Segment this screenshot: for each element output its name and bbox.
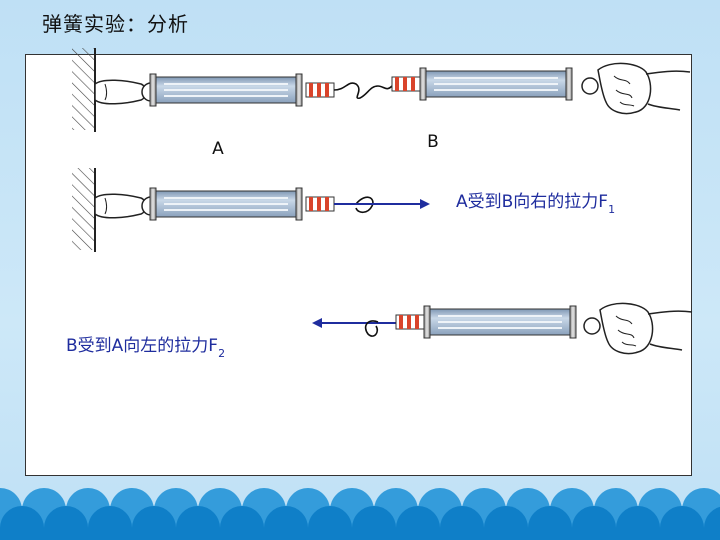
wave-dome xyxy=(484,506,528,540)
wave-dome xyxy=(572,506,616,540)
diagram-panel xyxy=(25,54,692,476)
hand-icon-right-bottom xyxy=(583,302,693,355)
spring-scale-a-top xyxy=(149,73,303,107)
wave-dome xyxy=(0,506,44,540)
wave-dome xyxy=(176,506,220,540)
wave-dome xyxy=(44,506,88,540)
wave-dome xyxy=(660,506,704,540)
wave-dome xyxy=(352,506,396,540)
spring-b-bottom xyxy=(395,314,425,330)
hook-icon-b xyxy=(364,320,379,337)
hook-icon-a xyxy=(334,196,374,214)
label-b: B xyxy=(427,132,439,152)
wave-dome xyxy=(528,506,572,540)
wall-icon-middle xyxy=(72,168,96,252)
wave-dome xyxy=(396,506,440,540)
force-on-b-label: B受到A向左的拉力F2 xyxy=(66,336,225,360)
spring-scale-b-top xyxy=(419,67,573,101)
arrow-right-icon xyxy=(334,199,430,209)
wave-dome xyxy=(220,506,264,540)
force-on-a-label: A受到B向右的拉力F1 xyxy=(456,192,615,216)
slide-title: 弹簧实验：分析 xyxy=(42,12,189,36)
wave-dome xyxy=(616,506,660,540)
hand-icon-right-top xyxy=(581,62,691,115)
label-a: A xyxy=(212,139,224,159)
spring-scale-a-middle xyxy=(149,187,303,221)
wall-icon-top xyxy=(72,48,96,132)
wave-dome xyxy=(308,506,352,540)
wave-dome xyxy=(264,506,308,540)
wave-dome xyxy=(88,506,132,540)
wave-dome xyxy=(132,506,176,540)
wave-border xyxy=(0,488,720,540)
wave-dome xyxy=(440,506,484,540)
spring-a-middle xyxy=(305,196,335,212)
wave-dome xyxy=(704,506,720,540)
spring-b-top xyxy=(391,76,421,92)
hook-link-icon xyxy=(333,82,393,100)
spring-scale-b-bottom xyxy=(423,305,577,339)
spring-a-top xyxy=(305,82,335,98)
